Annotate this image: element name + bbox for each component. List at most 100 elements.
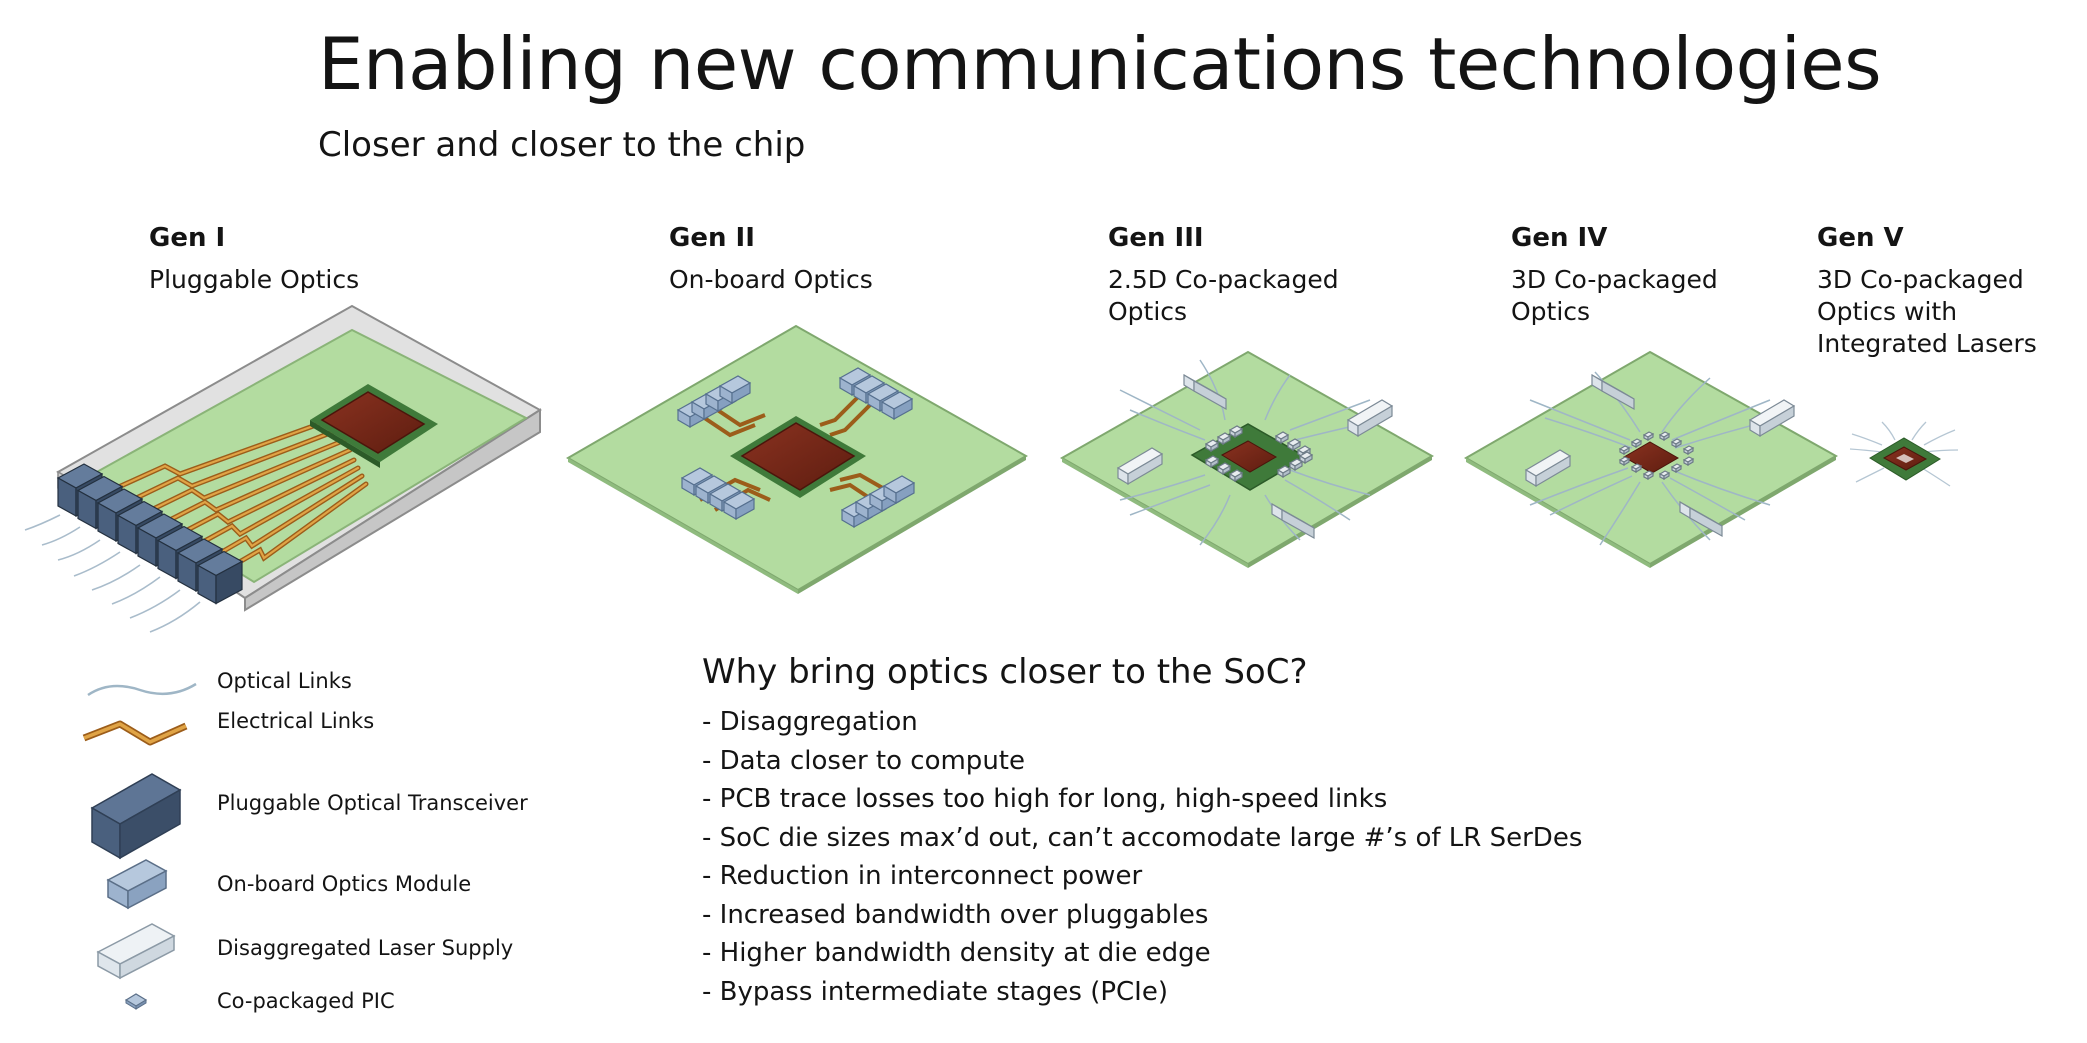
copackaged-pic-icon	[1663, 471, 1670, 481]
gen-3-chip	[1220, 440, 1278, 473]
gen-3-desc: 2.5D Co-packaged Optics	[1108, 264, 1348, 328]
gen-1-optical-fibers	[24, 514, 201, 633]
gen-3-board-edge	[1062, 458, 1248, 568]
legend-icons	[82, 682, 197, 1010]
gen-3-desc-line: 2.5D Co-packaged	[1108, 265, 1339, 295]
gen-4-heading: Gen IV 3D Co-packaged Optics	[1511, 223, 1751, 328]
gen-3-optical-links	[1119, 359, 1381, 546]
gen-2-desc: On-board Optics	[669, 264, 909, 296]
gen-4-label: Gen IV	[1511, 223, 1608, 253]
gen-3-heading: Gen III 2.5D Co-packaged Optics	[1108, 223, 1348, 328]
copackaged-pic-icon	[1304, 453, 1313, 465]
copackaged-pic-icon	[1687, 457, 1694, 467]
copackaged-pic-icon	[1687, 446, 1694, 456]
gen-1-transceivers	[56, 463, 244, 605]
legend-electrical-links: Electrical Links	[217, 709, 375, 733]
gen-1-chip	[320, 391, 426, 454]
gen-4-desc-line: 3D Co-packaged	[1511, 265, 1718, 295]
copackaged-pic-icon	[124, 993, 148, 1010]
gen-5-illustration	[1849, 421, 1959, 487]
gen-2-chip	[740, 422, 856, 491]
laser-supply-icon	[1601, 379, 1635, 411]
gen-1-enclosure-side	[244, 408, 541, 612]
why-item: - Disaggregation	[702, 707, 918, 737]
why-list: - Disaggregation - Data closer to comput…	[702, 703, 1582, 1011]
pluggable-transceiver-icon	[90, 773, 182, 860]
gen-3-label: Gen III	[1108, 223, 1204, 253]
laser-supply-icon	[1193, 379, 1227, 411]
gen-2-board-edge	[798, 456, 1026, 594]
gen-2-heading: Gen II On-board Optics	[669, 223, 909, 296]
optical-link-icon	[87, 682, 197, 697]
laser-supply-icon	[1535, 454, 1571, 488]
copackaged-pic-icon	[1647, 471, 1654, 481]
gen-5-chip-core	[1896, 454, 1914, 463]
copackaged-pic-icon	[1635, 464, 1642, 474]
copackaged-pic-icon	[1292, 440, 1301, 452]
gen-1-chip-rim-side	[310, 420, 380, 468]
gen-1-desc: Pluggable Optics	[149, 264, 389, 296]
gen-2-illustration	[565, 324, 1029, 594]
why-item: - Reduction in interconnect power	[702, 861, 1143, 891]
copackaged-pic-icon	[1210, 441, 1219, 453]
copackaged-pic-icon	[1282, 467, 1291, 479]
gen-1-desc-line: Pluggable Optics	[149, 265, 360, 295]
electrical-link-icon	[82, 720, 188, 746]
gen-4-laser-supplies	[1524, 373, 1796, 538]
gen-4-board-edge	[1466, 458, 1650, 568]
gen-3-copackaged-pics	[1204, 425, 1314, 483]
gen-5-desc: 3D Co-packaged Optics with Integrated La…	[1817, 264, 2057, 360]
gen-1-heading: Gen I Pluggable Optics	[149, 223, 389, 296]
gen-2-optics-modules	[676, 367, 916, 529]
onboard-optics-module-icon	[106, 859, 168, 910]
laser-supply-icon	[1127, 452, 1163, 486]
gen-5-label: Gen V	[1817, 223, 1904, 253]
gen-2-board-edge	[568, 458, 798, 594]
copackaged-pic-icon	[1647, 432, 1654, 442]
gen-2-label: Gen II	[669, 223, 755, 253]
gen-1-label: Gen I	[149, 223, 226, 253]
legend-laser-supply: Disaggregated Laser Supply	[217, 936, 514, 960]
why-section: Why bring optics closer to the SoC? - Di…	[702, 655, 1582, 1011]
gen-2-desc-line: On-board Optics	[669, 265, 873, 295]
onboard-module-icon	[731, 381, 751, 405]
copackaged-pic-icon	[1675, 464, 1682, 474]
gen-5-heading: Gen V 3D Co-packaged Optics with Integra…	[1817, 223, 2057, 360]
laser-supply-icon	[1689, 506, 1723, 538]
legend-onboard-optics-module: On-board Optics Module	[217, 872, 472, 896]
page-title: Enabling new communications technologies	[318, 22, 1882, 106]
gen-4-chip	[1622, 441, 1680, 474]
why-item: - Bypass intermediate stages (PCIe)	[702, 976, 1168, 1007]
gen-5-desc-line: Optics with	[1817, 297, 1958, 327]
legend-pluggable-transceiver: Pluggable Optical Transceiver	[217, 791, 528, 815]
onboard-module-icon	[735, 497, 755, 521]
why-item: - SoC die sizes max’d out, can’t accomod…	[702, 822, 1583, 853]
gen-1-electrical-traces-highlight	[110, 418, 368, 573]
copackaged-pic-icon	[1635, 439, 1642, 449]
gen-4-illustration	[1463, 350, 1839, 568]
gen-3-board-edge	[1248, 456, 1432, 568]
why-item: - PCB trace losses too high for long, hi…	[702, 784, 1388, 814]
why-title: Why bring optics closer to the SoC?	[702, 652, 1308, 692]
copackaged-pic-icon	[1294, 460, 1303, 472]
gen-5-desc-line: 3D Co-packaged	[1817, 265, 2024, 295]
gen-4-desc: 3D Co-packaged Optics	[1511, 264, 1751, 328]
gen-4-copackaged-pics	[1618, 431, 1695, 481]
laser-supply-icon	[1759, 404, 1795, 438]
onboard-module-icon	[893, 397, 913, 421]
copackaged-pic-icon	[1663, 432, 1670, 442]
why-item: - Data closer to compute	[702, 745, 1025, 776]
gen-3-laser-supplies	[1116, 373, 1394, 540]
page-subtitle: Closer and closer to the chip	[318, 125, 806, 165]
legend-optical-links: Optical Links	[217, 669, 352, 693]
gen-5-desc-line: Integrated Lasers	[1817, 329, 2037, 359]
laser-supply-icon	[1281, 508, 1315, 540]
copackaged-pic-icon	[1222, 464, 1231, 476]
copackaged-pic-icon	[1623, 457, 1630, 467]
copackaged-pic-icon	[1280, 433, 1289, 445]
copackaged-pic-icon	[1234, 427, 1243, 439]
onboard-module-icon	[895, 481, 915, 505]
copackaged-pic-icon	[1210, 457, 1219, 469]
why-item: - Higher bandwidth density at die edge	[702, 938, 1211, 968]
